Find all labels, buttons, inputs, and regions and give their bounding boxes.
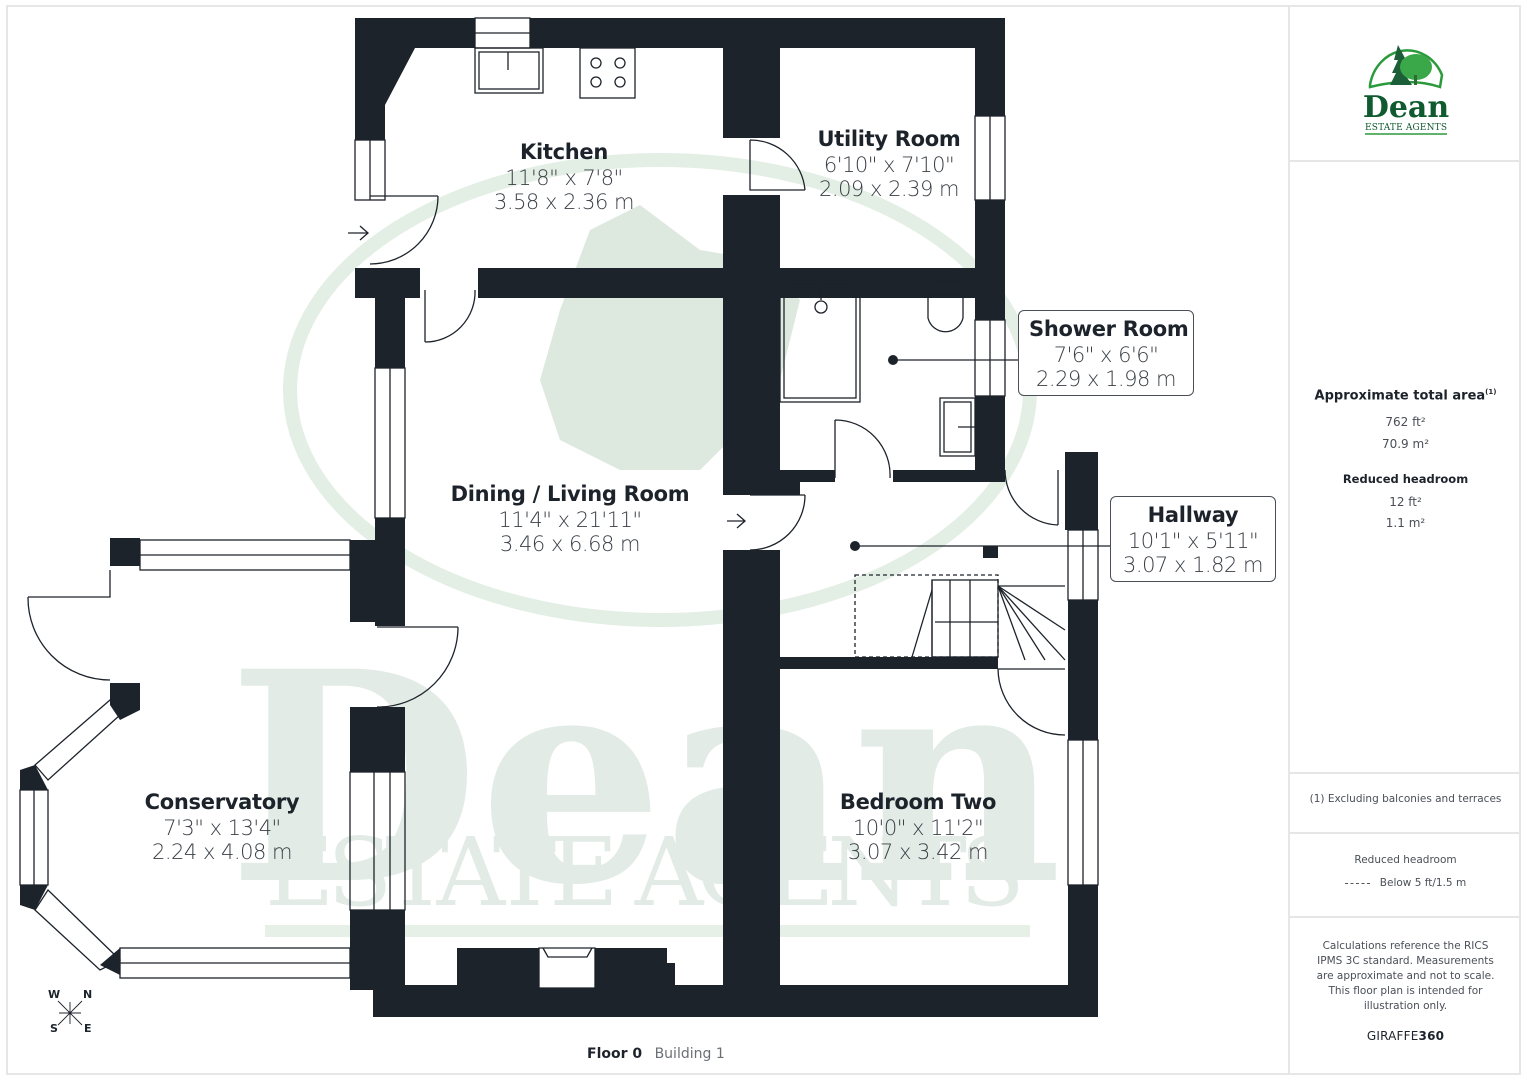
floor-plan-drawing: Dean ESTATE AGENTS <box>19 17 1110 1017</box>
floor-label: Floor 0 <box>587 1046 643 1062</box>
compass-n: N <box>83 988 93 1001</box>
area-title: Approximate total area(1) <box>1314 388 1497 404</box>
compass-rose-icon <box>57 1000 83 1026</box>
reduced-m: 1.1 m² <box>1385 516 1426 530</box>
logo-sub: ESTATE AGENTS <box>1365 123 1447 133</box>
room-metric: 3.07 x 1.82 m <box>1123 553 1263 577</box>
room-imperial: 7'6" x 6'6" <box>1053 343 1159 367</box>
room-imperial: 11'8" x 7'8" <box>505 166 623 190</box>
dean-logo: Dean ESTATE AGENTS <box>1363 45 1450 135</box>
room-hallway: Hallway 10'1" x 5'11" 3.07 x 1.82 m <box>1110 496 1276 582</box>
legend-title: Reduced headroom <box>1354 854 1457 866</box>
room-metric: 3.46 x 6.68 m <box>500 532 640 556</box>
room-imperial: 6'10" x 7'10" <box>823 153 955 177</box>
legend-item: Below 5 ft/1.5 m <box>1379 877 1467 889</box>
room-conservatory: Conservatory 7'3" x 13'4" 2.24 x 4.08 m <box>145 788 300 864</box>
room-name: Conservatory <box>144 790 300 814</box>
room-shower: Shower Room 7'6" x 6'6" 2.29 x 1.98 m <box>1018 310 1194 396</box>
footnote-text: (1) Excluding balconies and terraces <box>1309 793 1502 805</box>
reduced-ft: 12 ft² <box>1389 495 1422 509</box>
area-section: Approximate total area(1) 762 ft² 70.9 m… <box>1290 160 1521 774</box>
giraffe360-brand: GIRAFFE360 <box>1366 1029 1445 1043</box>
compass-e: E <box>84 1022 92 1035</box>
disclaimer-text: Calculations reference the RICS IPMS 3C … <box>1316 940 1495 1012</box>
room-name: Dining / Living Room <box>450 482 690 506</box>
dotted-line-icon <box>1344 882 1370 884</box>
reduced-headroom-title: Reduced headroom <box>1342 472 1469 486</box>
room-utility: Utility Room 6'10" x 7'10" 2.09 x 2.39 m <box>817 125 960 201</box>
room-name: Shower Room <box>1029 317 1189 341</box>
building-label: Building 1 <box>654 1046 725 1062</box>
compass-w: W <box>48 988 61 1001</box>
room-imperial: 11'4" x 21'11" <box>498 508 642 532</box>
legend-section: Reduced headroom Below 5 ft/1.5 m <box>1290 832 1521 918</box>
room-metric: 2.29 x 1.98 m <box>1036 367 1176 391</box>
disclaimer-section: Calculations reference the RICS IPMS 3C … <box>1290 916 1521 1075</box>
logo-section: Dean ESTATE AGENTS <box>1290 5 1521 162</box>
logo-word: Dean <box>1363 90 1450 125</box>
fixtures <box>19 17 1110 989</box>
oak-tree-icon <box>1400 54 1432 80</box>
room-bedroom-two: Bedroom Two 10'0" x 11'2" 3.07 x 3.42 m <box>839 788 997 864</box>
room-imperial: 10'0" x 11'2" <box>852 816 984 840</box>
floor-caption: Floor 0 Building 1 <box>587 1046 725 1062</box>
room-dining-living: Dining / Living Room 11'4" x 21'11" 3.46… <box>451 480 690 556</box>
room-imperial: 10'1" x 5'11" <box>1127 529 1259 553</box>
room-name: Bedroom Two <box>839 790 997 814</box>
room-metric: 2.09 x 2.39 m <box>819 177 959 201</box>
room-metric: 3.58 x 2.36 m <box>494 190 634 214</box>
info-sidebar: Dean ESTATE AGENTS Approximate total are… <box>1288 5 1521 1075</box>
room-kitchen: Kitchen 11'8" x 7'8" 3.58 x 2.36 m <box>494 138 634 214</box>
compass-s: S <box>50 1022 58 1035</box>
page-frame <box>6 5 1521 1075</box>
room-name: Hallway <box>1147 503 1239 527</box>
floor-plan: Dean ESTATE AGENTS <box>19 17 1276 1062</box>
footnote-section: (1) Excluding balconies and terraces <box>1290 772 1521 834</box>
room-metric: 2.24 x 4.08 m <box>152 840 292 864</box>
compass: W N S E <box>46 988 96 1038</box>
room-metric: 3.07 x 3.42 m <box>848 840 988 864</box>
room-name: Kitchen <box>519 140 608 164</box>
area-ft: 762 ft² <box>1385 415 1426 429</box>
room-imperial: 7'3" x 13'4" <box>163 816 281 840</box>
room-name: Utility Room <box>817 127 961 151</box>
legend-row: Below 5 ft/1.5 m <box>1290 877 1521 889</box>
walls <box>20 18 1098 1017</box>
area-footnote-mark: (1) <box>1485 388 1497 396</box>
area-m: 70.9 m² <box>1381 437 1430 451</box>
